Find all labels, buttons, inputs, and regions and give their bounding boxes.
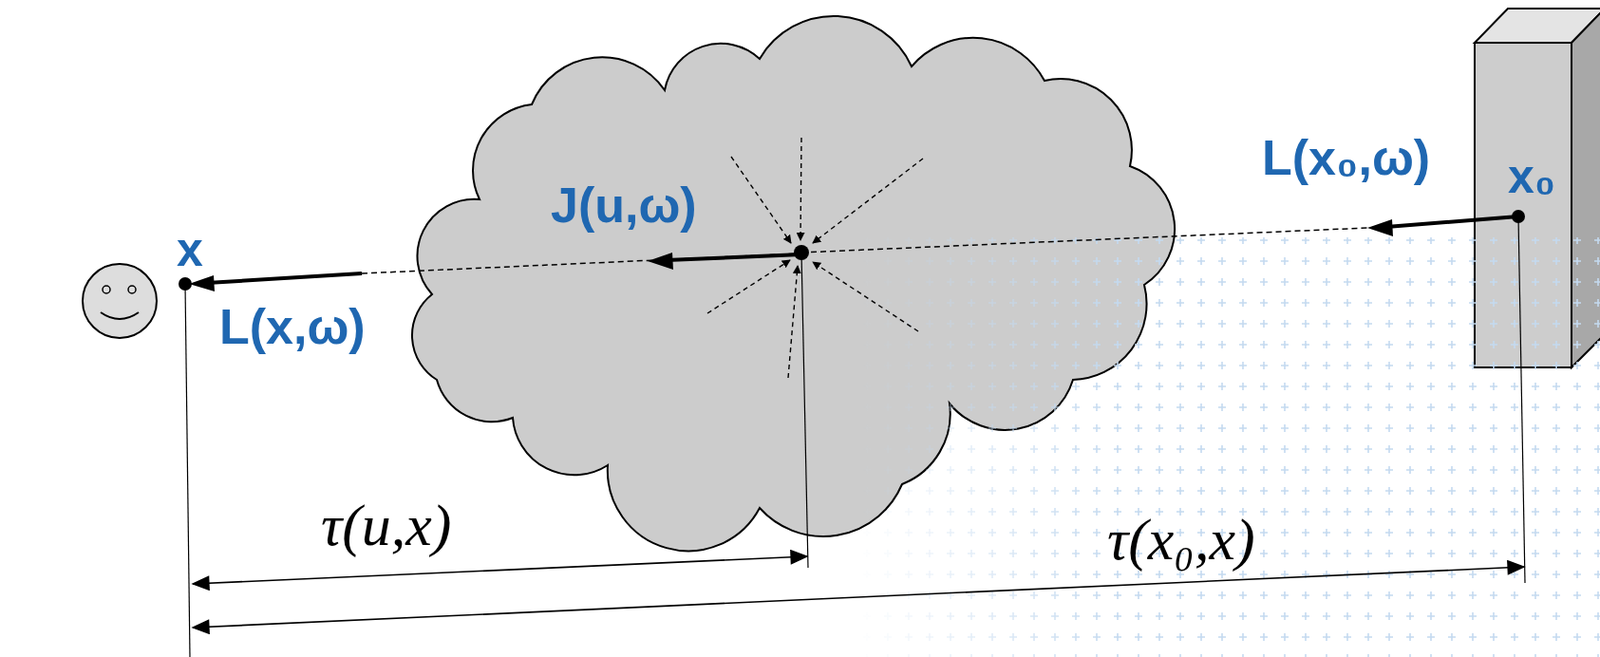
participating-medium-cloud: J(u,ω) — [417, 45, 1168, 511]
plus-grid — [854, 237, 1600, 657]
optical-depth-label: τ(u,x) — [320, 495, 452, 555]
radiance-label: L(x,ω) — [219, 301, 366, 352]
node-label: J(u,ω) — [550, 180, 697, 230]
block-front — [1474, 42, 1572, 368]
radiance-label: L(x₀,ω) — [1261, 132, 1431, 183]
surface-block: x₀ — [1474, 42, 1572, 368]
block-side — [1571, 8, 1600, 368]
optical-depth-label: τ(x₀,x) — [1107, 509, 1256, 569]
observer-smiley — [82, 263, 157, 339]
dimension-arrows — [192, 556, 1525, 628]
node-label: x₀ — [1507, 152, 1556, 201]
surface-block-outline — [1474, 42, 1572, 368]
point-label: x — [176, 225, 204, 274]
participating-medium-cloud-outline — [417, 45, 1168, 511]
reference-lines — [185, 216, 1525, 657]
cloud-shape — [412, 16, 1175, 551]
